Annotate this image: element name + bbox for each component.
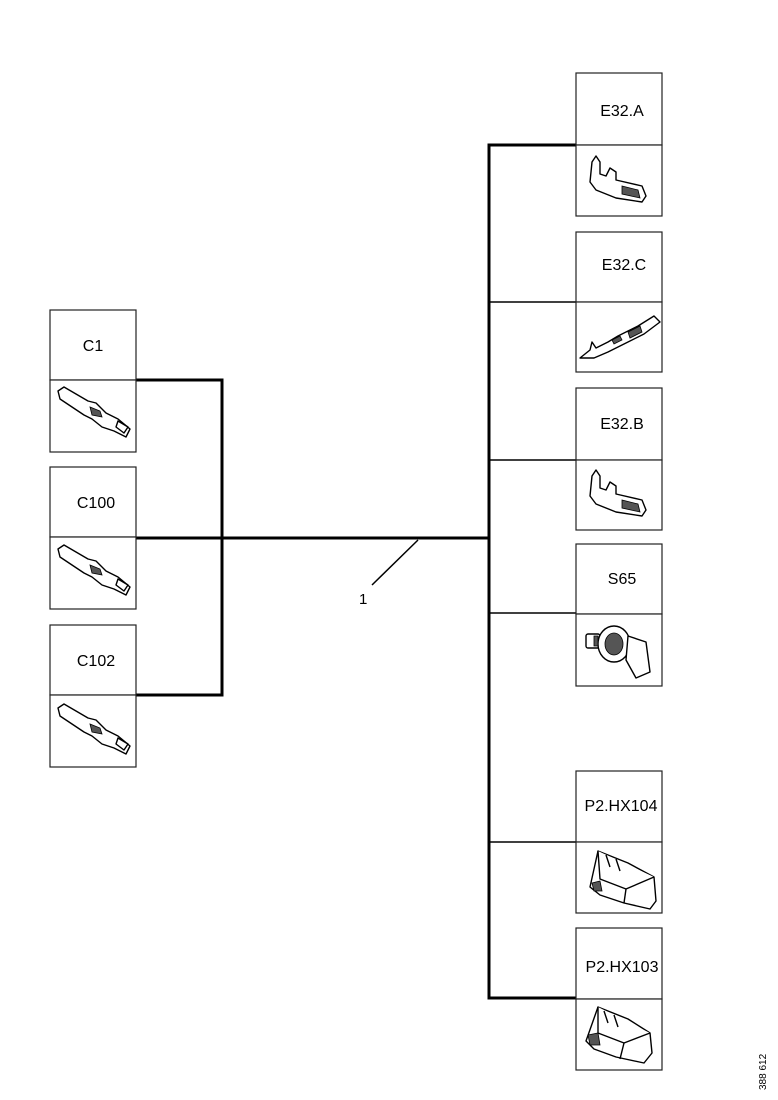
connector-label: C100: [77, 495, 115, 512]
connector-p2hx104: P2.HX104: [575, 770, 663, 914]
wire-harness: 1: [134, 143, 578, 1000]
connector-label: P2.HX103: [586, 959, 659, 976]
rotary-switch-icon: [585, 625, 651, 679]
connector-label-box: [575, 231, 663, 303]
flat-receptacle-terminal-icon: [589, 155, 647, 203]
connector-s65: S65: [575, 543, 663, 687]
crimp-terminal-pin-icon: [57, 386, 131, 438]
connector-c1: C1: [49, 309, 137, 453]
figure-id: 388 612: [758, 1053, 769, 1090]
connector-housing-icon: [585, 1006, 653, 1064]
connector-label-box: [49, 624, 137, 696]
connector-c102: C102: [49, 624, 137, 768]
connector-e32a: E32.A: [575, 72, 663, 217]
connector-label: E32.B: [600, 416, 644, 433]
connector-label: C102: [77, 653, 115, 670]
connector-label-box: [575, 543, 663, 615]
connector-label-box: [49, 309, 137, 381]
connector-label: C1: [83, 338, 104, 355]
connector-e32c: E32.C: [575, 231, 663, 373]
wire-label: 1: [359, 591, 367, 608]
connector-label: P2.HX104: [585, 798, 658, 815]
wire-label-leader: [371, 539, 419, 586]
connector-c100: C100: [49, 466, 137, 610]
connector-label: E32.C: [602, 257, 646, 274]
connector-housing-icon: [589, 850, 657, 910]
flat-receptacle-terminal-icon: [589, 469, 647, 517]
crimp-terminal-pin-icon: [57, 544, 131, 596]
long-receptacle-terminal-icon: [579, 315, 661, 359]
connector-label: E32.A: [600, 103, 644, 120]
connector-label: S65: [608, 571, 637, 588]
connector-p2hx103: P2.HX103: [575, 927, 663, 1071]
connector-e32b: E32.B: [575, 387, 663, 531]
crimp-terminal-pin-icon: [57, 703, 131, 755]
